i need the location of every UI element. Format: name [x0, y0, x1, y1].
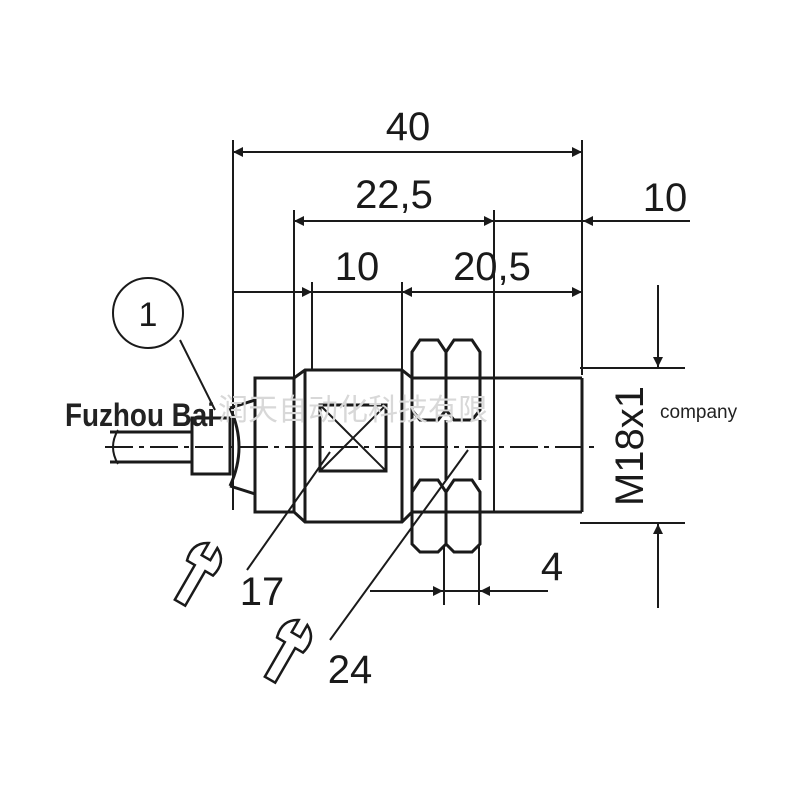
watermark-right: company [660, 402, 738, 423]
wrench-icon [173, 541, 223, 608]
watermark-middle: 润天自动化科技有限 [218, 393, 488, 428]
dimension-nut-width: 4 [541, 545, 563, 589]
dimension-body-left: 10 [335, 245, 380, 289]
extension-lines [232, 140, 685, 605]
connector-callout-label: 1 [139, 296, 158, 334]
dimension-overall-length: 40 [386, 105, 431, 149]
wrench-icon [263, 618, 313, 685]
dimension-body-right: 20,5 [453, 245, 531, 289]
dimension-thread-size: M18x1 [608, 386, 652, 506]
sensor-body [110, 338, 584, 554]
leader-lines [179, 339, 469, 641]
dimension-lines [233, 147, 690, 608]
wrench-size-small: 17 [240, 570, 285, 614]
dimension-active-face: 10 [643, 176, 688, 220]
connector-callout-circle [112, 277, 184, 349]
watermark-left: Fuzhou Bai [65, 397, 215, 433]
dimension-thread-length: 22,5 [355, 173, 433, 217]
wrench-size-large: 24 [328, 648, 373, 692]
